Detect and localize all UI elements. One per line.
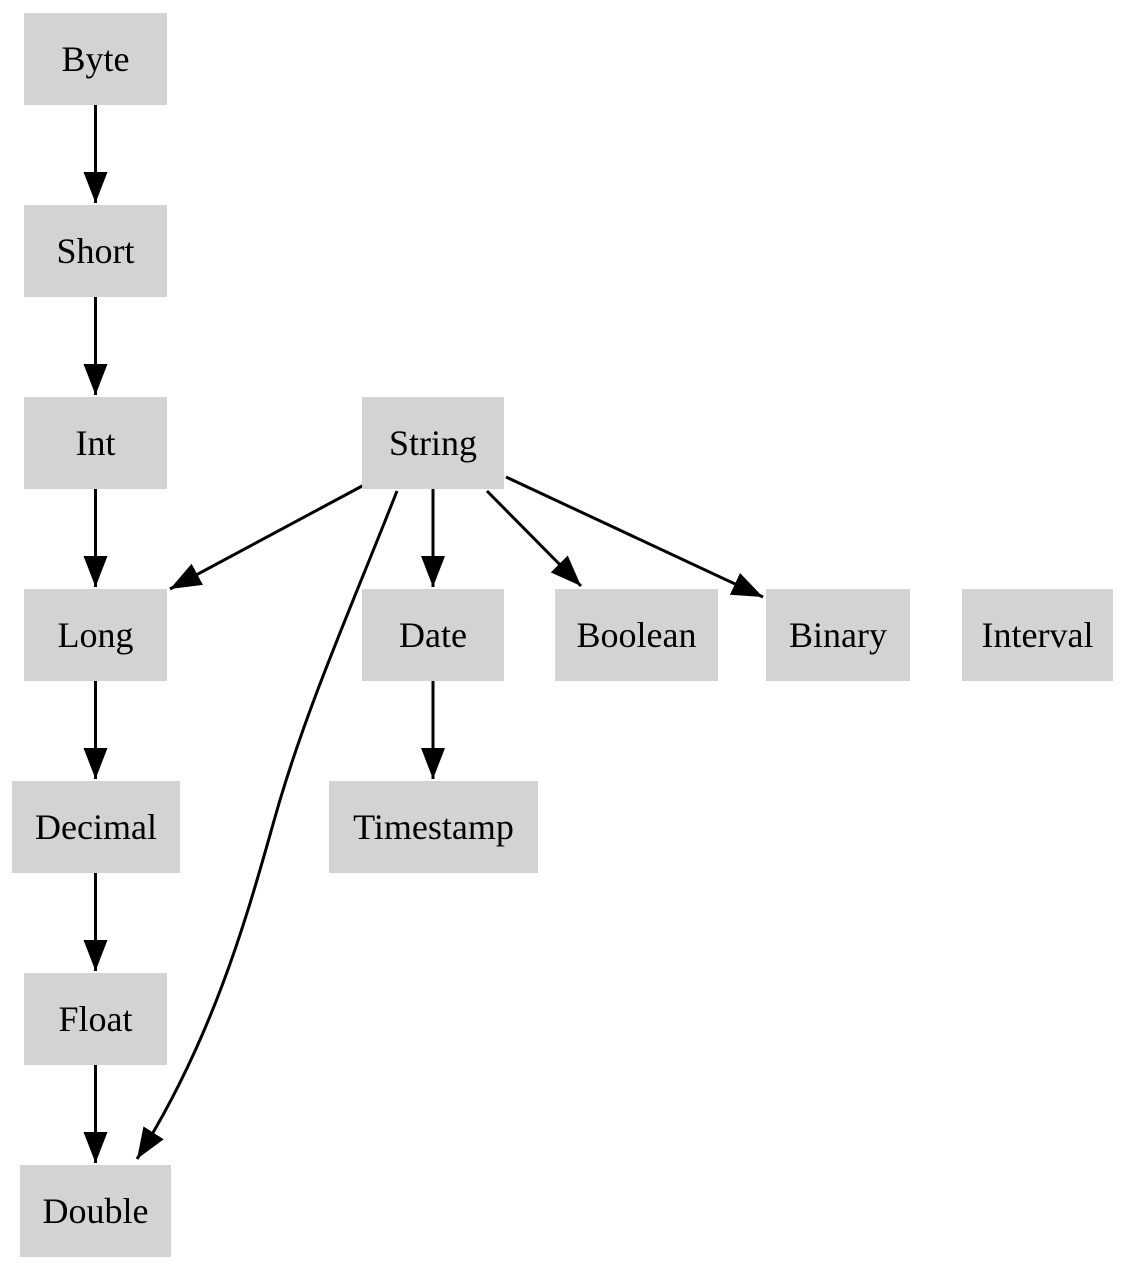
edge-string-binary <box>505 475 764 599</box>
node-boolean-label: Boolean <box>576 615 697 655</box>
node-float-label: Float <box>58 999 133 1039</box>
node-timestamp-label: Timestamp <box>353 807 514 847</box>
edge-string-boolean <box>485 489 583 588</box>
node-double: Double <box>20 1165 171 1257</box>
node-interval: Interval <box>962 589 1113 681</box>
node-short: Short <box>24 205 167 297</box>
node-decimal: Decimal <box>12 781 180 873</box>
node-date-label: Date <box>399 615 467 655</box>
node-interval-label: Interval <box>981 615 1094 655</box>
edge-string-long <box>169 483 365 591</box>
node-double-label: Double <box>42 1191 149 1231</box>
node-decimal-label: Decimal <box>35 807 157 847</box>
node-int: Int <box>24 397 167 489</box>
node-string: String <box>362 397 504 489</box>
node-int-label: Int <box>75 423 116 463</box>
node-timestamp: Timestamp <box>329 781 538 873</box>
edge-string-double <box>135 490 399 1160</box>
node-boolean: Boolean <box>555 589 718 681</box>
node-float: Float <box>24 973 167 1065</box>
node-byte-label: Byte <box>61 39 130 79</box>
node-short-label: Short <box>56 231 135 271</box>
node-binary-label: Binary <box>789 615 887 655</box>
node-binary: Binary <box>766 589 910 681</box>
node-long: Long <box>24 589 167 681</box>
node-long-label: Long <box>57 615 134 655</box>
node-string-label: String <box>388 423 477 463</box>
node-byte: Byte <box>24 13 167 105</box>
node-date: Date <box>362 589 504 681</box>
